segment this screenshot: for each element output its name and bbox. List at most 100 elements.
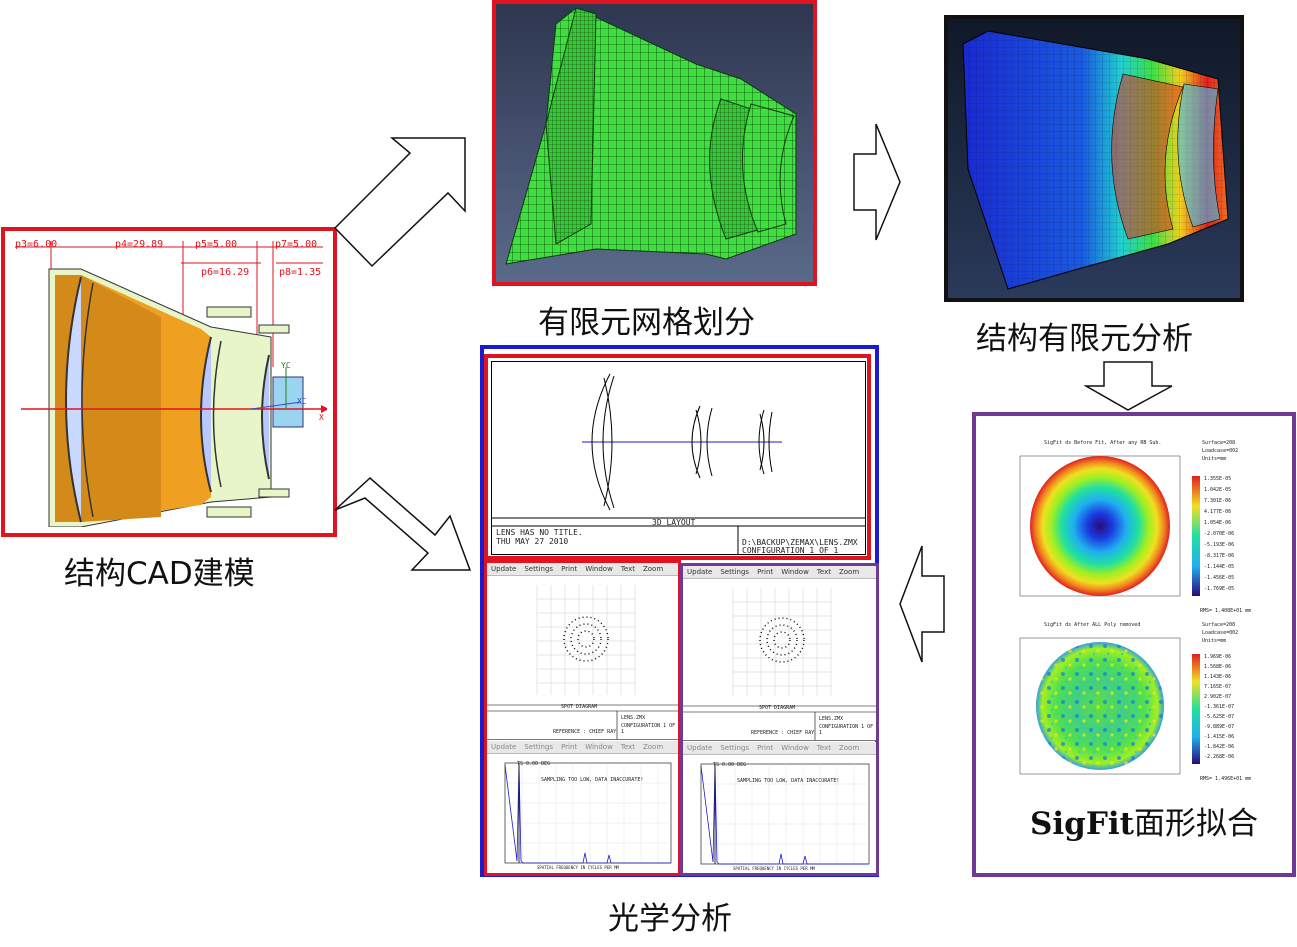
- spot-label-left: SPOT DIAGRAM: [561, 704, 598, 710]
- sigfit-bottom-surface: Surface=208: [1202, 622, 1236, 628]
- sigfit-top-scale: 1.355E-05 1.042E-05 7.301E-06 4.177E-06 …: [1204, 476, 1274, 597]
- scale-value: -5.193E-06: [1204, 542, 1235, 548]
- menu-print[interactable]: Print: [561, 565, 578, 573]
- axis-xc-label: XC: [297, 397, 307, 406]
- dim-p8: p8=1.35: [279, 267, 322, 278]
- spot-file-left: LENS.ZMX: [621, 715, 646, 721]
- caption-cad: 结构CAD建模: [64, 556, 255, 592]
- scale-value: 1.054E-06: [1204, 520, 1232, 526]
- caption-sigfit-rest: 面形拟合: [1133, 806, 1258, 842]
- mtf-xaxis-left: SPATIAL FREQUENCY IN CYCLES PER MM: [537, 865, 619, 870]
- layout-panel: 3D LAYOUT LENS HAS NO TITLE. THU MAY 27 …: [491, 361, 866, 555]
- sigfit-bottom-rms: RMS= 1.496E+01 mm: [1200, 776, 1252, 782]
- menu-settings[interactable]: Settings: [524, 743, 554, 751]
- mesh-frame: [492, 0, 817, 286]
- scale-value: -1.415E-06: [1204, 734, 1235, 740]
- fea-frame: [944, 15, 1244, 302]
- spot-file-right: LENS.ZMX: [819, 716, 844, 722]
- scale-value: 7.301E-06: [1204, 498, 1232, 504]
- mtf-ts-right: TS 0.00 DEG: [713, 762, 747, 768]
- mtf-menu-left: Update Settings Print Window Text Zoom: [487, 741, 678, 754]
- menu-settings[interactable]: Settings: [720, 568, 750, 576]
- cad-drawing: p3=6.00 p4=29.89 p5=5.00 p7=5.00 p6=16.2…: [11, 237, 329, 528]
- layout-red-frame: 3D LAYOUT LENS HAS NO TITLE. THU MAY 27 …: [484, 354, 871, 560]
- axis-yc-label: YC: [281, 361, 291, 370]
- sigfit-top-surface: Surface=208: [1202, 440, 1236, 446]
- layout-left-line2: THU MAY 27 2010: [496, 537, 569, 546]
- scale-value: 1.042E-05: [1204, 487, 1232, 493]
- caption-sigfit-bold: SigFit: [1030, 806, 1134, 842]
- spot-menu-left: Update Settings Print Window Text Zoom: [487, 563, 678, 576]
- arrow-fea-to-sigfit: [1084, 361, 1173, 411]
- menu-text[interactable]: Text: [620, 743, 635, 751]
- scale-value: 1.568E-06: [1204, 664, 1232, 670]
- layout-right-line1: D:\BACKUP\ZEMAX\LENS.ZMX: [742, 538, 858, 547]
- mtf-ts-left: TS 0.00 DEG: [517, 761, 551, 767]
- menu-print[interactable]: Print: [757, 744, 774, 752]
- scale-value: -1.842E-06: [1204, 744, 1235, 750]
- menu-zoom[interactable]: Zoom: [838, 568, 860, 576]
- sigfit-top-rms: RMS= 1.408E+01 mm: [1200, 608, 1252, 614]
- sigfit-frame: SigFit ds Before Fit, After any RB Sub. …: [972, 412, 1296, 877]
- scale-value: 2.902E-07: [1204, 694, 1232, 700]
- menu-update[interactable]: Update: [687, 744, 713, 752]
- sigfit-top-plot: SigFit ds Before Fit, After any RB Sub. …: [1004, 436, 1284, 616]
- scale-value: 4.177E-06: [1204, 509, 1232, 515]
- spot-window-left: Update Settings Print Window Text Zoom S…: [487, 563, 678, 740]
- menu-window[interactable]: Window: [781, 744, 809, 752]
- spot-window-right: Update Settings Print Window Text Zoom S…: [683, 566, 876, 741]
- fea-image: [948, 19, 1240, 298]
- menu-zoom[interactable]: Zoom: [642, 565, 664, 573]
- mtf-xaxis-right: SPATIAL FREQUENCY IN CYCLES PER MM: [733, 866, 815, 871]
- mtf-menu-right: Update Settings Print Window Text Zoom: [683, 742, 876, 755]
- scale-value: 7.165E-07: [1204, 684, 1232, 690]
- mtf-warning-right: SAMPLING TOO LOW, DATA INACCURATE!: [737, 778, 840, 784]
- menu-window[interactable]: Window: [781, 568, 809, 576]
- scale-value: -1.144E-05: [1204, 564, 1235, 570]
- menu-zoom[interactable]: Zoom: [642, 743, 664, 751]
- scale-value: -9.889E-07: [1204, 724, 1235, 730]
- menu-update[interactable]: Update: [491, 565, 517, 573]
- mtf-window-left: Update Settings Print Window Text Zoom T…: [487, 741, 678, 873]
- arrow-cad-to-mesh: [333, 137, 466, 268]
- scale-value: -1.769E-05: [1204, 586, 1235, 592]
- sigfit-bottom-scale: 1.969E-06 1.568E-06 1.143E-06 7.165E-07 …: [1204, 654, 1274, 764]
- scale-value: -2.070E-06: [1204, 531, 1235, 537]
- dim-p4: p4=29.89: [115, 239, 164, 250]
- mtf-warning-left: SAMPLING TOO LOW, DATA INACCURATE!: [541, 777, 644, 783]
- cad-frame: p3=6.00 p4=29.89 p5=5.00 p7=5.00 p6=16.2…: [1, 227, 337, 537]
- sigfit-bottom-plot: SigFit ds After ALL Poly removed Surface…: [1004, 620, 1284, 784]
- scale-value: -1.456E-05: [1204, 575, 1235, 581]
- scale-value: -2.268E-06: [1204, 754, 1235, 760]
- dim-p6: p6=16.29: [201, 267, 250, 278]
- menu-text[interactable]: Text: [816, 568, 831, 576]
- menu-window[interactable]: Window: [585, 565, 613, 573]
- menu-settings[interactable]: Settings: [720, 744, 750, 752]
- dim-p5: p5=5.00: [195, 239, 238, 250]
- spot-ref-right: REFERENCE : CHIEF RAY: [751, 730, 815, 736]
- sigfit-top-units: Units=mm: [1202, 456, 1227, 462]
- layout-right-line2: CONFIGURATION 1 OF 1: [742, 546, 839, 555]
- caption-sigfit: SigFit面形拟合: [1030, 798, 1258, 843]
- arrow-sigfit-to-optical: [899, 545, 945, 663]
- caption-optical: 光学分析: [608, 901, 732, 937]
- menu-print[interactable]: Print: [561, 743, 578, 751]
- menu-text[interactable]: Text: [620, 565, 635, 573]
- sigfit-bottom-loadcase: Loadcase=002: [1202, 630, 1239, 636]
- scale-value: -8.317E-06: [1204, 553, 1235, 559]
- scale-value: -5.625E-07: [1204, 714, 1235, 720]
- scale-value: 1.969E-06: [1204, 654, 1232, 660]
- spot-label-right: SPOT DIAGRAM: [759, 705, 796, 711]
- layout-title: 3D LAYOUT: [652, 518, 696, 527]
- menu-window[interactable]: Window: [585, 743, 613, 751]
- menu-print[interactable]: Print: [757, 568, 774, 576]
- menu-update[interactable]: Update: [491, 743, 517, 751]
- menu-settings[interactable]: Settings: [524, 565, 554, 573]
- scale-value: 1.143E-06: [1204, 674, 1232, 680]
- menu-text[interactable]: Text: [816, 744, 831, 752]
- analysis-left-frame: Update Settings Print Window Text Zoom S…: [484, 560, 681, 876]
- sigfit-bottom-units: Units=mm: [1202, 638, 1227, 644]
- mesh-image: [496, 4, 813, 282]
- menu-zoom[interactable]: Zoom: [838, 744, 860, 752]
- menu-update[interactable]: Update: [687, 568, 713, 576]
